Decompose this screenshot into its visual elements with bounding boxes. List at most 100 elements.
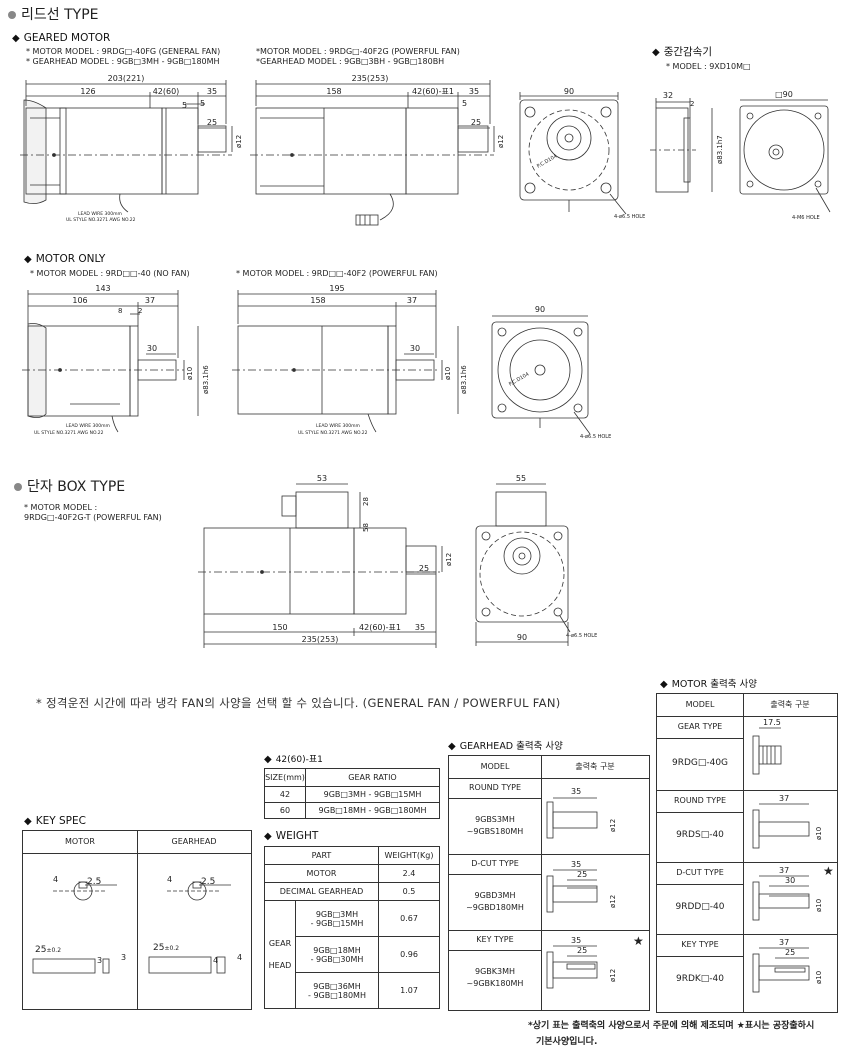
ks-gear-len: 25±0.2 <box>153 943 180 953</box>
tb-phi12-label: ø12 <box>445 553 453 566</box>
gm2-35-label: 35 <box>469 87 479 96</box>
ms-type-round: ROUND TYPE <box>657 790 743 813</box>
ms-model-key: 9RDK□-40 <box>675 974 724 984</box>
geared-motor-general-drawing <box>20 80 233 213</box>
footer-note-2: 기본사양입니다. <box>536 1037 598 1047</box>
tb-caption: * MOTOR MODEL :9RDG□-40F2G-T (POWERFUL F… <box>24 503 162 522</box>
mo1-lead-label: LEAD WIRE 300mm <box>66 423 110 429</box>
weight-cell: 9GB□36MH- 9GB□180MH <box>295 972 379 1009</box>
ks-motor-a: 4 <box>53 875 59 884</box>
key-spec-motor-header: MOTOR <box>23 831 138 854</box>
ks-gear-h: 4 <box>213 956 219 965</box>
tb-25-label: 25 <box>419 564 429 573</box>
gs-dcut-35: 35 <box>571 860 582 869</box>
diamond-icon: ◆ <box>24 254 32 265</box>
mo3-90-label: 90 <box>535 305 545 314</box>
key-spec-drawings <box>32 881 231 974</box>
mo1-phi10-label: ø10 <box>186 367 194 380</box>
terminal-box-front-drawing <box>475 483 571 646</box>
mo1-phi83-label: ø83.1h6 <box>202 365 210 394</box>
ms-type-dcut: D-CUT TYPE <box>657 862 743 885</box>
motor-front-drawing <box>491 315 591 435</box>
motor-shaft-drawings <box>752 727 810 993</box>
ms-th-shaft: 출력축 구분 <box>743 694 837 717</box>
motor-only-heading: ◆MOTOR ONLY <box>24 253 106 265</box>
gs-dcut-25: 25 <box>577 870 588 879</box>
tb-150-label: 150 <box>272 623 287 632</box>
gearhead-shaft-drawings <box>546 797 598 989</box>
ms-row-sep <box>657 934 837 935</box>
diamond-icon: ◆ <box>652 47 660 58</box>
weight-cell: 9GB□18MH- 9GB□30MH <box>295 936 379 973</box>
gm1-5b-label: 5 <box>200 99 205 108</box>
key-spec-gear-header: GEARHEAD <box>137 831 251 854</box>
ms-model-round: 9RDS□-40 <box>676 830 724 840</box>
bullet-icon <box>8 11 16 19</box>
ms-row-sep <box>657 862 837 863</box>
gm1-35-label: 35 <box>207 87 217 96</box>
mo3-hole-label: 4-ø6.5 HOLE <box>580 434 611 440</box>
key-spec-box: MOTOR GEARHEAD 4 2.5 25±0.2 3 3 4 2.5 25… <box>22 830 252 1010</box>
technical-drawings: 203(221) 126 42(60) 35 5 5 25 ø12 LEAD W… <box>20 74 831 648</box>
gm2-4260-label: 42(60)-표1 <box>412 87 454 96</box>
bullet-icon <box>14 483 22 491</box>
mo1-ul-label: UL STYLE NO.3271 AWG NO.22 <box>34 430 104 436</box>
ms-type-gear: GEAR TYPE <box>657 716 743 739</box>
tb2-90-label: 90 <box>517 633 527 642</box>
mo-left-caption: * MOTOR MODEL : 9RD□□-40 (NO FAN) <box>30 269 190 278</box>
im-phi-label: ø83.1h7 <box>716 135 724 164</box>
im-hole-label: 4-M6 HOLE <box>792 215 820 221</box>
mo2-ul-label: UL STYLE NO.3271 AWG NO.22 <box>298 430 368 436</box>
diamond-icon: ◆ <box>264 831 272 842</box>
mo1-37-label: 37 <box>145 296 155 305</box>
gm1-4260-label: 42(60) <box>153 87 180 96</box>
mo2-37-label: 37 <box>407 296 417 305</box>
th-size: SIZE(mm) <box>264 768 306 787</box>
gm2-25-label: 25 <box>471 118 481 127</box>
tb-4260-label: 42(60)-표1 <box>359 623 401 632</box>
im-90-label: □90 <box>775 90 793 99</box>
gm-left-caption: * MOTOR MODEL : 9RDG□-40FG (GENERAL FAN)… <box>26 47 221 66</box>
mo3-pcd-label: P.C.D104 <box>508 371 530 387</box>
tb2-hole-label: 4-ø6.5 HOLE <box>566 633 597 639</box>
gm2-total-label: 235(253) <box>352 74 389 83</box>
weight-heading: ◆WEIGHT <box>264 830 319 842</box>
weight-cell: 0.5 <box>378 882 440 901</box>
gs-type-dcut: D-CUT TYPE <box>449 854 541 875</box>
weight-cell: DECIMAL GEARHEAD <box>264 882 379 901</box>
gs-model-dcut: 9GBD3MH~9GBD180MH <box>466 891 524 912</box>
ms-round-phi: ø10 <box>815 826 823 840</box>
weight-cell: 0.67 <box>378 900 440 937</box>
mo1-30-label: 30 <box>147 344 157 353</box>
th-gear-ratio: GEAR RATIO <box>305 768 440 787</box>
gearhead-shaft-heading: ◆GEARHEAD 출력축 사양 <box>448 741 563 752</box>
gearhead-front-drawing <box>519 92 627 215</box>
ks-gear-b: 2.5 <box>201 877 216 887</box>
motor-only-nofan-drawing <box>22 290 199 433</box>
footer-note-1: *상기 표는 출력축의 사양으로서 주문에 의해 제조되며 ★표시는 공장출하시 <box>528 1021 815 1031</box>
mo2-lead-label: LEAD WIRE 300mm <box>316 423 360 429</box>
tb-58-label: 58 <box>362 523 370 532</box>
ms-type-key: KEY TYPE <box>657 934 743 957</box>
gm3-hole-label: 4-ø6.5 HOLE <box>614 214 645 220</box>
ms-star-icon: ★ <box>823 864 834 878</box>
tb-53-label: 53 <box>317 474 327 483</box>
table-42-cell: 9GB□3MH - 9GB□15MH <box>305 786 440 803</box>
gm1-ul-label: UL STYLE NO.3271 AWG NO.22 <box>66 217 136 223</box>
gm1-5a-label: 5 <box>182 101 187 110</box>
intermediate-front-drawing <box>739 99 831 213</box>
terminal-box-heading: 단자 BOX TYPE <box>14 476 125 496</box>
table-42-heading: ◆42(60)-표1 <box>264 754 323 765</box>
gs-type-key: KEY TYPE <box>449 930 541 951</box>
weight-th-weight: WEIGHT(Kg) <box>378 846 440 865</box>
gm1-lead-label: LEAD WIRE 300mm <box>78 211 122 217</box>
ms-key-37: 37 <box>779 938 790 947</box>
gs-key-phi: ø12 <box>609 968 617 982</box>
table-42-cell: 60 <box>264 802 306 819</box>
weight-th-part: PART <box>264 846 379 865</box>
motor-shaft-heading: ◆MOTOR 출력축 사양 <box>660 679 757 690</box>
weight-cell: 2.4 <box>378 864 440 883</box>
mo1-143-label: 143 <box>95 284 110 293</box>
